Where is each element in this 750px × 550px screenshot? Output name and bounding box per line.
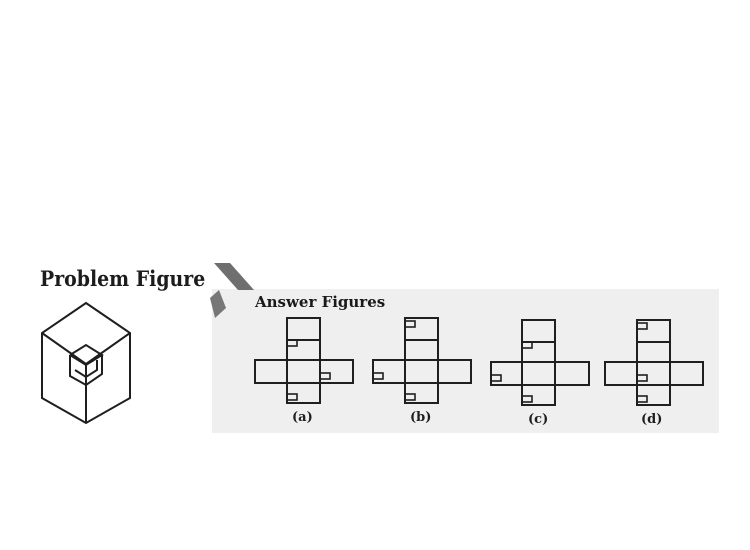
- notch-inner-cube: [74, 360, 98, 379]
- corner-mark: [404, 393, 416, 401]
- corner-mark: [636, 374, 648, 382]
- option-label-c: (c): [528, 412, 548, 427]
- problem-cube-figure: [41, 301, 131, 425]
- net-b-row: [372, 359, 472, 384]
- answer-option-b[interactable]: (b): [372, 317, 472, 425]
- answer-figures-title: Answer Figures: [254, 293, 385, 311]
- corner-mark: [286, 339, 298, 347]
- net-a-row: [254, 359, 354, 384]
- corner-mark: [372, 372, 384, 380]
- option-label-d: (d): [641, 412, 662, 427]
- slash-mark-top: [214, 263, 254, 290]
- corner-mark: [636, 322, 648, 330]
- option-label-a: (a): [292, 410, 313, 425]
- problem-figure-title: Problem Figure: [40, 266, 205, 291]
- slash-mark-bottom: [210, 290, 226, 318]
- answer-option-a[interactable]: (a): [254, 317, 354, 425]
- option-label-b: (b): [410, 410, 431, 425]
- corner-mark: [286, 393, 298, 401]
- decorative-slash-marks: [210, 263, 254, 318]
- answer-option-d[interactable]: (d): [604, 319, 704, 427]
- corner-mark: [636, 395, 648, 403]
- cube-top-edges: [41, 332, 131, 366]
- answer-option-c[interactable]: (c): [490, 319, 590, 427]
- corner-mark: [404, 320, 416, 328]
- corner-mark: [490, 374, 502, 382]
- corner-mark: [521, 395, 533, 403]
- net-d-row: [604, 361, 704, 386]
- corner-mark: [521, 341, 533, 349]
- corner-mark: [319, 372, 331, 380]
- net-c-row: [490, 361, 590, 386]
- notch-walls: [69, 355, 103, 387]
